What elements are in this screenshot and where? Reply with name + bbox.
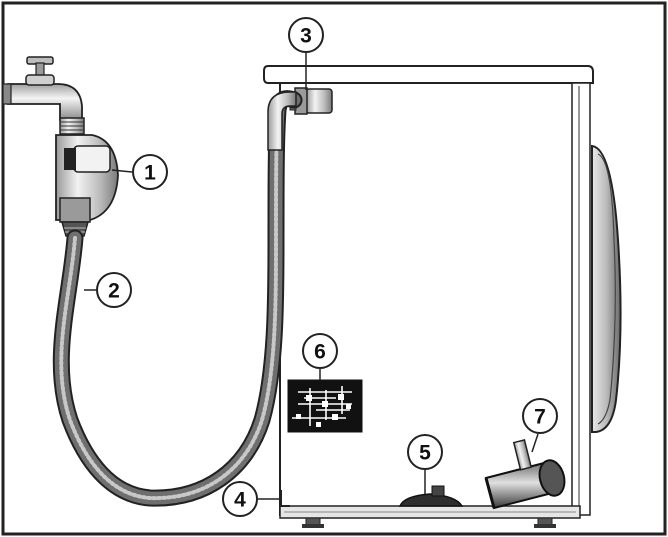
water-tap xyxy=(2,56,85,135)
callout-2-label: 2 xyxy=(108,280,120,303)
callout-6-label: 6 xyxy=(314,341,326,364)
machine-foot-left-pad xyxy=(302,524,324,528)
drain-outlet-cap xyxy=(398,485,464,507)
callout-1: 1 xyxy=(132,154,168,190)
safety-valve-housing xyxy=(55,134,119,237)
drain-pump xyxy=(484,439,566,510)
machine-front-edge xyxy=(571,82,591,516)
callout-6: 6 xyxy=(302,333,338,369)
wiring-rating-plate xyxy=(287,379,363,433)
leader-lines xyxy=(84,52,539,500)
tap-body xyxy=(7,83,83,121)
hose-elbow-fitting xyxy=(267,91,297,151)
safety-valve-window xyxy=(73,145,111,173)
callout-5: 5 xyxy=(407,434,443,470)
drain-pump-hose-stub xyxy=(512,439,533,471)
inlet-hose xyxy=(52,90,303,507)
callout-7: 7 xyxy=(522,398,558,434)
callout-2: 2 xyxy=(96,272,132,308)
safety-valve-indicator xyxy=(64,148,76,170)
callout-4: 4 xyxy=(222,481,258,517)
callout-1-label: 1 xyxy=(144,162,156,185)
callout-3: 3 xyxy=(288,17,324,53)
callout-5-label: 5 xyxy=(419,442,431,465)
machine-foot-right-pad xyxy=(534,524,556,528)
callout-3-label: 3 xyxy=(300,25,312,48)
machine-foot-right xyxy=(537,517,553,526)
base-tray-edge xyxy=(280,490,290,507)
machine-top xyxy=(263,65,594,84)
washing-machine xyxy=(263,65,622,528)
machine-foot-left xyxy=(305,517,321,526)
callout-4-label: 4 xyxy=(234,489,246,512)
callout-7-label: 7 xyxy=(534,406,546,429)
